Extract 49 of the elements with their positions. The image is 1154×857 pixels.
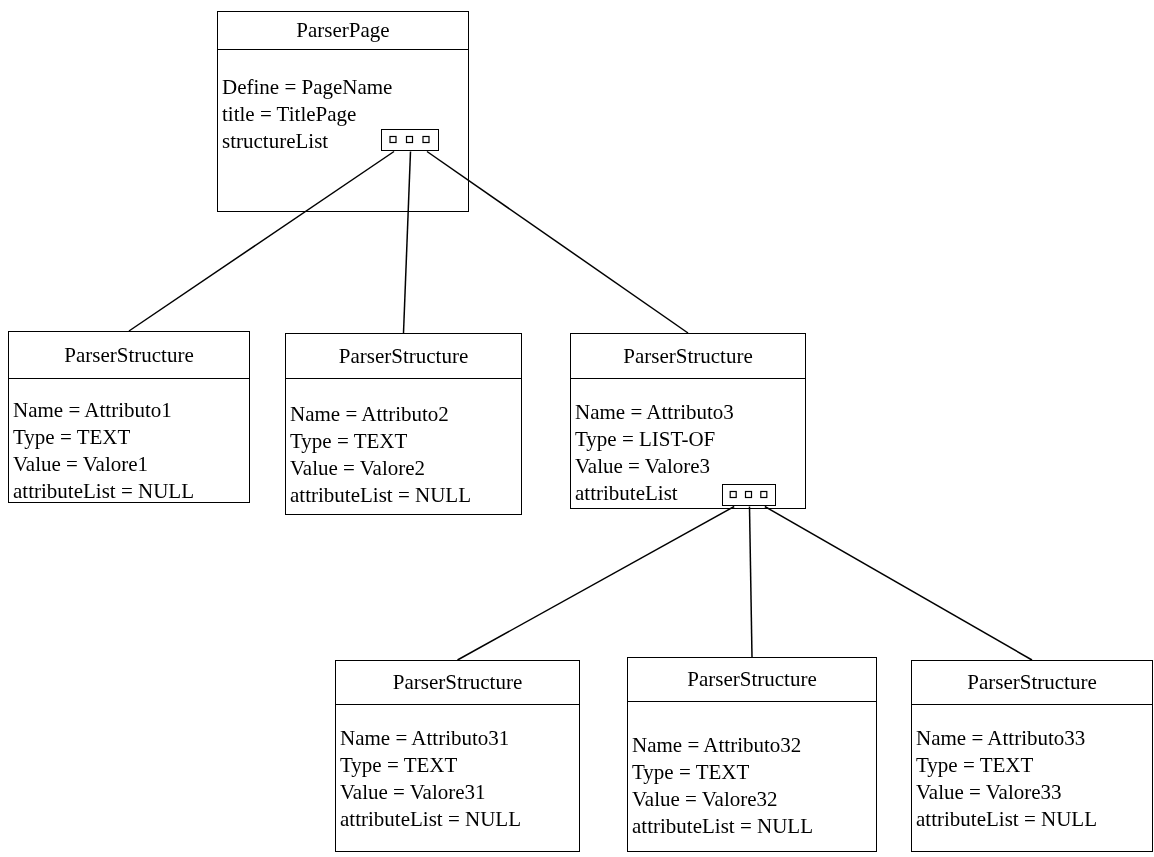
attribute-text: Name = Attributo3 bbox=[575, 399, 734, 426]
class-name: ParserStructure bbox=[336, 661, 579, 705]
connector-line bbox=[402, 150, 412, 334]
connector-line bbox=[748, 505, 753, 658]
class-name: ParserStructure bbox=[628, 658, 876, 702]
attribute-text: Name = Attributo33 bbox=[916, 725, 1086, 752]
class-box bbox=[217, 11, 469, 212]
attribute-text: Value = Valore2 bbox=[290, 455, 426, 482]
attribute-text: Type = TEXT bbox=[340, 752, 458, 779]
attribute-text: attributeList = NULL bbox=[632, 813, 813, 840]
class-name: ParserStructure bbox=[286, 334, 521, 379]
connector-line bbox=[128, 150, 395, 332]
attribute-text: Name = Attributo2 bbox=[290, 401, 449, 428]
class-box bbox=[335, 660, 580, 852]
attribute-text: Define = PageName bbox=[222, 74, 393, 101]
attribute-text: Name = Attributo1 bbox=[13, 397, 172, 424]
attribute-text: Type = TEXT bbox=[916, 752, 1034, 779]
attribute-text: Value = Valore32 bbox=[632, 786, 778, 813]
class-name: ParserStructure bbox=[912, 661, 1152, 705]
attribute-text: Name = Attributo31 bbox=[340, 725, 510, 752]
connector-line bbox=[764, 505, 1033, 661]
attribute-text: Type = LIST-OF bbox=[575, 426, 716, 453]
attribute-text: Value = Valore33 bbox=[916, 779, 1062, 806]
attribute-text: Type = TEXT bbox=[290, 428, 408, 455]
pointer-list-box bbox=[722, 484, 776, 506]
class-name: ParserStructure bbox=[571, 334, 805, 379]
attribute-text: Type = TEXT bbox=[632, 759, 750, 786]
attribute-text: attributeList = NULL bbox=[290, 482, 471, 509]
attribute-text: attributeList = NULL bbox=[340, 806, 521, 833]
connector-line bbox=[426, 150, 689, 334]
class-box bbox=[627, 657, 877, 852]
class-box bbox=[8, 331, 250, 503]
attribute-text: Value = Valore1 bbox=[13, 451, 149, 478]
attribute-text: Name = Attributo32 bbox=[632, 732, 802, 759]
attribute-text: title = TitlePage bbox=[222, 101, 357, 128]
connector-line bbox=[456, 505, 735, 661]
attribute-text: structureList bbox=[222, 128, 329, 155]
attribute-text: attributeList = NULL bbox=[13, 478, 194, 505]
attribute-text: Value = Valore31 bbox=[340, 779, 486, 806]
attribute-text: Value = Valore3 bbox=[575, 453, 711, 480]
attribute-text: attributeList = NULL bbox=[916, 806, 1097, 833]
class-name: ParserPage bbox=[218, 12, 468, 50]
class-box bbox=[570, 333, 806, 509]
class-box bbox=[911, 660, 1153, 852]
attribute-text: Type = TEXT bbox=[13, 424, 131, 451]
pointer-list-box bbox=[381, 129, 439, 151]
class-name: ParserStructure bbox=[9, 332, 249, 379]
class-box bbox=[285, 333, 522, 515]
attribute-text: attributeList bbox=[575, 480, 678, 507]
